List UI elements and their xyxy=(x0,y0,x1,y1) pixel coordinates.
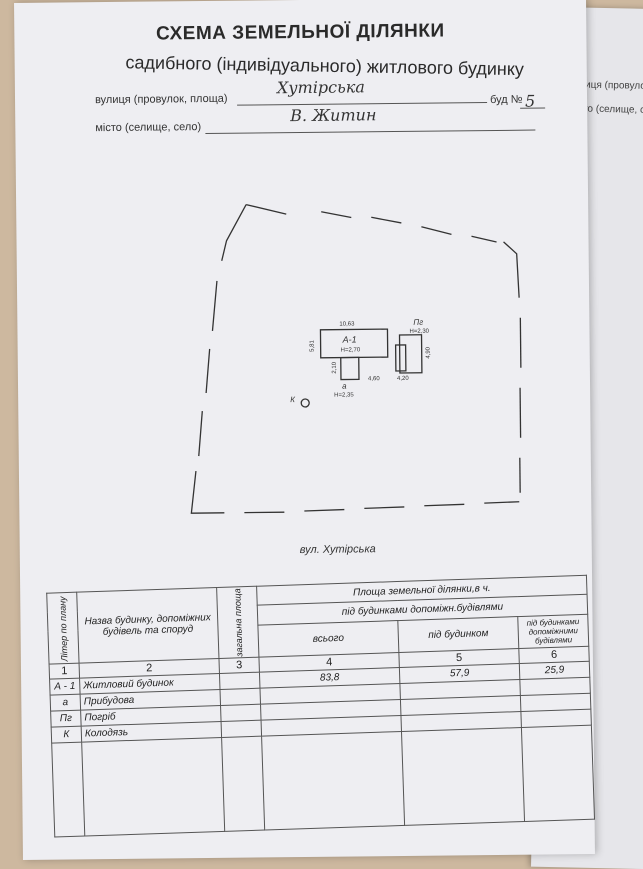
row-letter: Пг xyxy=(51,711,82,728)
col4-header: всього xyxy=(258,620,399,657)
row-total xyxy=(221,705,262,722)
table-row-empty xyxy=(52,726,595,837)
boundary-dash xyxy=(484,502,519,503)
row-total xyxy=(220,689,261,706)
row-letter: А - 1 xyxy=(50,679,81,696)
site-plan: 10,63 5,81 А-1 Н=2,70 Пг Н=2,30 4,20 4,9… xyxy=(14,0,592,603)
col6-header: під будинками допоміжними будівлями xyxy=(518,614,589,649)
a1-label: А-1 xyxy=(342,334,357,344)
boundary-dash xyxy=(421,226,451,234)
col-number: 3 xyxy=(219,658,259,674)
pg-label: Пг xyxy=(413,318,423,327)
col3-header: загальна площа xyxy=(217,586,259,659)
well-label: К xyxy=(290,395,296,404)
col5-header: під будинком xyxy=(398,617,519,653)
row-total xyxy=(219,673,260,690)
well-symbol xyxy=(301,399,309,407)
row-total xyxy=(221,721,262,738)
row-letter: а xyxy=(50,695,81,712)
street-caption: вул. Хутірська xyxy=(300,543,376,556)
a1-width: 5,81 xyxy=(310,340,316,352)
boundary-dash xyxy=(304,510,344,511)
boundary-corner xyxy=(504,242,520,298)
boundary-dash xyxy=(212,281,218,331)
boundary-corner xyxy=(221,205,247,261)
pg-dim1: 4,20 xyxy=(397,376,409,382)
boundary-dash xyxy=(364,507,404,508)
pg-dim2: 4,90 xyxy=(426,346,432,358)
a-height: Н=2,35 xyxy=(334,392,354,398)
cellar-pg-shape xyxy=(400,335,422,373)
annex-a-shape xyxy=(341,357,359,379)
row-letter: К xyxy=(51,727,82,744)
a-label: а xyxy=(342,382,347,391)
boundary-dash xyxy=(371,217,401,223)
registry-table-wrap: Літер по плану Назва будинку, допоміжних… xyxy=(46,575,594,838)
boundary-dash xyxy=(321,211,351,217)
document-page: СХЕМА ЗЕМЕЛЬНОЇ ДІЛЯНКИ садибного (індив… xyxy=(14,0,595,860)
boundary-line xyxy=(246,204,286,214)
col-number: 1 xyxy=(49,664,79,680)
boundary-dash xyxy=(471,236,496,242)
boundary-dash xyxy=(520,318,521,368)
col2-header: Назва будинку, допоміжних будівель та сп… xyxy=(77,588,219,664)
a-dim2: 2,10 xyxy=(332,361,338,373)
a1-length: 10,63 xyxy=(339,321,355,327)
boundary-dash xyxy=(520,388,521,438)
boundary-dash xyxy=(198,411,202,456)
boundary-dash xyxy=(424,504,464,505)
col1-header: Літер по плану xyxy=(47,592,79,664)
boundary-corner xyxy=(191,471,224,513)
registry-table: Літер по плану Назва будинку, допоміжних… xyxy=(46,575,595,838)
a-dim1: 4,60 xyxy=(368,376,380,382)
a1-height: Н=2,70 xyxy=(341,347,361,353)
cellar-pg-inner xyxy=(396,345,406,371)
boundary-dash xyxy=(206,349,210,393)
pg-height: Н=2,30 xyxy=(409,329,429,335)
